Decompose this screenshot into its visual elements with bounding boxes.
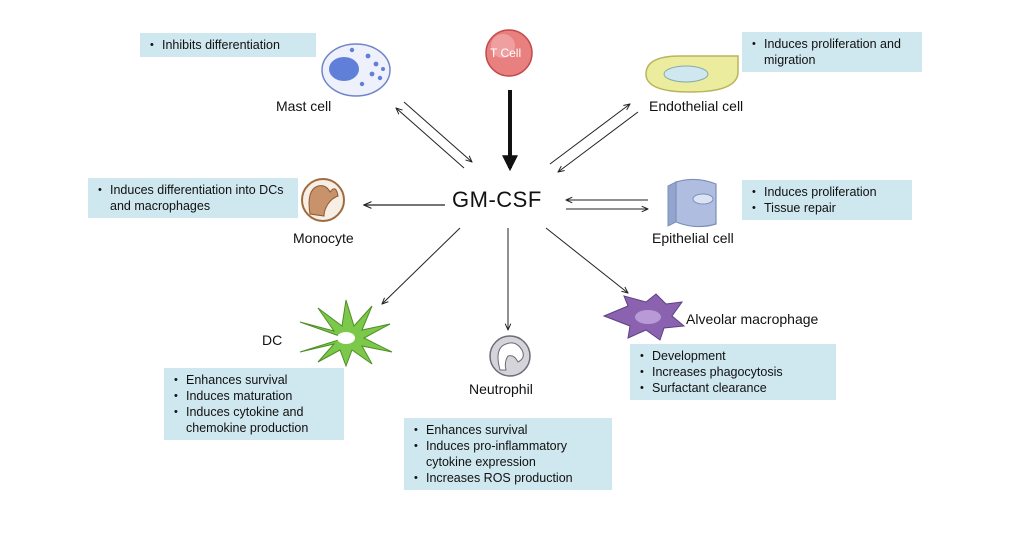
endothelial-effect: Induces proliferation and migration [750,36,916,68]
alveolar-effect: Development [638,348,830,364]
mast-cell-icon [321,43,391,97]
monocyte-effects-box: Induces differentiation into DCs and mac… [88,178,298,218]
alveolar-macrophage-icon [602,293,686,341]
epithelial-cell-label: Epithelial cell [652,230,734,246]
dc-effect: Induces cytokine and chemokine productio… [172,404,338,436]
dc-icon [299,299,393,368]
dc-effect: Induces maturation [172,388,338,404]
neutrophil-effect: Induces pro-inflammatory cytokine expres… [412,438,606,470]
monocyte-effect: Induces differentiation into DCs and mac… [96,182,292,214]
alveolar-effect: Increases phagocytosis [638,364,830,380]
mast-cell-effect: Inhibits differentiation [148,37,310,53]
alveolar-effect: Surfactant clearance [638,380,830,396]
monocyte-label: Monocyte [293,230,354,246]
endothelial-cell-icon [645,55,739,93]
endothelial-cell-label: Endothelial cell [649,98,744,114]
dc-effect: Enhances survival [172,372,338,388]
epithelial-effect: Tissue repair [750,200,906,216]
dc-label: DC [262,332,283,348]
alveolar-effects-box: Development Increases phagocytosis Surfa… [630,344,836,400]
epithelial-effects-box: Induces proliferation Tissue repair [742,180,912,220]
neutrophil-label: Neutrophil [469,381,533,397]
monocyte-icon [301,178,345,222]
gm-csf-label: GM-CSF [452,187,542,212]
mast-cell-effects-box: Inhibits differentiation [140,33,316,57]
alveolar-macrophage-label: Alveolar macrophage [686,311,819,327]
mast-cell-label: Mast cell [276,98,332,114]
endothelial-effects-box: Induces proliferation and migration [742,32,922,72]
epithelial-effect: Induces proliferation [750,184,906,200]
t-cell-icon [485,29,533,77]
neutrophil-effects-box: Enhances survival Induces pro-inflammato… [404,418,612,490]
arrow-endothelial-to-gmcsf [558,111,639,172]
dc-effects-box: Enhances survival Induces maturation Ind… [164,368,344,440]
arrow-gmcsf-to-alveolar [545,227,628,293]
arrow-gmcsf-to-dc [382,227,461,304]
arrow-gmcsf-to-endothelial [549,104,630,165]
neutrophil-effect: Enhances survival [412,422,606,438]
neutrophil-effect: Increases ROS production [412,470,606,486]
arrow-mast-to-gmcsf [403,101,472,162]
epithelial-cell-icon [667,178,717,228]
neutrophil-icon [489,335,531,377]
arrow-gmcsf-to-mast [396,108,465,169]
t-cell-label: T Cell [490,46,522,60]
